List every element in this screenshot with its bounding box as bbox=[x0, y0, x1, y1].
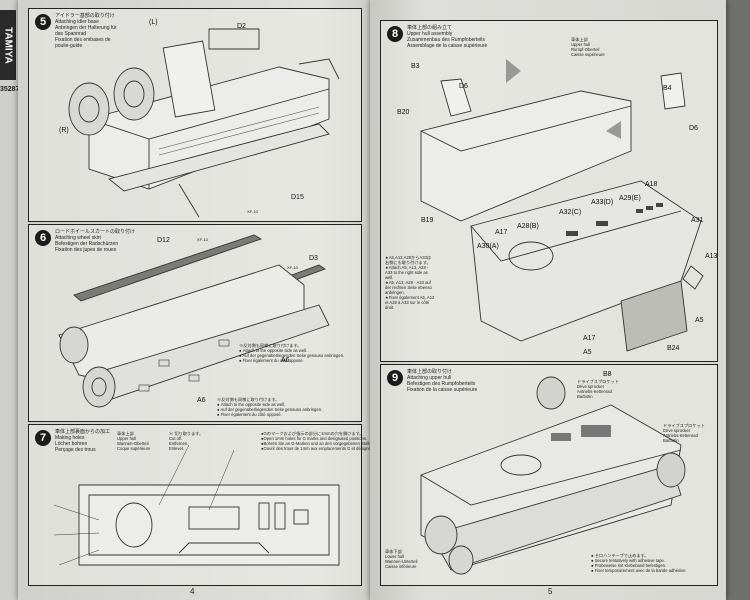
label-b20: B20 bbox=[397, 109, 410, 116]
label-a30: A30(A) bbox=[477, 243, 499, 250]
label-a17-bottom: A17 bbox=[583, 335, 596, 342]
drive-sprocket-note-2: ドライブスプロケット Drive sprocket Antriebs-Kette… bbox=[663, 423, 705, 443]
label-a18: A18 bbox=[645, 181, 658, 188]
label-xf10-b: XF-10 bbox=[287, 265, 298, 270]
step-8-panel: 8 車体上部の組み立て Upper hull assembly Zusammen… bbox=[380, 20, 718, 362]
label-a29: A29(E) bbox=[619, 195, 641, 202]
step-6-panel: 6 ロードホイールスカートの取り付け Attaching wheel skirt… bbox=[28, 224, 362, 422]
label-r: (R) bbox=[59, 127, 69, 134]
note-opposite-side-2: ※反対側も同様に取り付けます。 ● Attach to the opposite… bbox=[217, 397, 323, 417]
step-caption: 車体上部の取り付け Attaching upper hull Befestige… bbox=[407, 369, 478, 393]
tape-note: ● セロハンテープで止めます。 ● Secure tentatively wit… bbox=[591, 553, 687, 573]
step-caption: 車体上部の組み立て Upper hull assembly Zusammenba… bbox=[407, 25, 488, 49]
lower-hull-label: 車体下部 Lower hull Wannen-Unterteil Caisse … bbox=[385, 549, 418, 569]
left-page: 5 アイドラー基部の取り付け Attaching idler base Anbr… bbox=[18, 0, 370, 600]
label-a13: A13 bbox=[705, 253, 718, 260]
upper-hull-label: 車体上部 Upper hull Wannen-Oberteil Coque su… bbox=[117, 431, 151, 451]
label-b8: B8 bbox=[603, 371, 612, 378]
step-number: 6 bbox=[35, 230, 51, 246]
step-9-panel: 9 車体上部の取り付け Attaching upper hull Befesti… bbox=[380, 364, 718, 586]
hull-mating-drawing bbox=[420, 376, 686, 575]
label-d15: D15 bbox=[291, 194, 304, 201]
drive-sprocket-note-1: ドライブスプロケット Drive sprocket Antriebs-Kette… bbox=[577, 379, 619, 399]
label-d6-right: D6 bbox=[689, 125, 698, 132]
label-b19: B19 bbox=[421, 217, 434, 224]
step-caption: ロードホイールスカートの取り付け Attaching wheel skirt B… bbox=[55, 229, 136, 253]
label-l: (L) bbox=[149, 19, 158, 26]
note-opposite-side-1: ※反対側も同様に取り付けます。 ● Attach to the opposite… bbox=[239, 343, 345, 363]
upper-hull-label: 車体上部 Upper hull Rumpf-Oberteil Caisse su… bbox=[571, 37, 605, 57]
kit-code: 35287 bbox=[0, 86, 20, 93]
right-page: 8 車体上部の組み立て Upper hull assembly Zusammen… bbox=[370, 0, 726, 600]
page-number: 5 bbox=[548, 587, 553, 596]
label-a33: A33(D) bbox=[591, 199, 614, 206]
label-a28: A28(B) bbox=[517, 223, 539, 230]
hull-lower-drawing bbox=[68, 28, 340, 218]
label-a32: A32(C) bbox=[559, 209, 582, 216]
step-7-panel: 7 車体上部裏面からの加工 Making holes Löcher bohren… bbox=[28, 424, 370, 586]
previous-page-edge: TAMIYA 35287 bbox=[0, 0, 20, 600]
step-caption: 車体上部裏面からの加工 Making holes Löcher bohren P… bbox=[55, 429, 111, 453]
step-number: 9 bbox=[387, 370, 403, 386]
label-d6-left: D6 bbox=[459, 83, 468, 90]
step-caption: アイドラー基部の取り付け Attaching idler base Anbrin… bbox=[55, 13, 117, 49]
upper-hull-assembly-drawing bbox=[420, 59, 704, 352]
step-number: 5 bbox=[35, 14, 51, 30]
right-side-note: ★A5,A13,A28からA33は 右側にも取り付けます。 ★Attach A5… bbox=[385, 255, 435, 310]
step-5-panel: 5 アイドラー基部の取り付け Attaching idler base Anbr… bbox=[28, 8, 362, 222]
tamiya-logo: TAMIYA bbox=[0, 10, 16, 80]
label-b4: B4 bbox=[663, 85, 672, 92]
holes-note: ●Gのマークおよび指示の部分に1mmの穴を開けます。 ●Open 1mm hol… bbox=[261, 431, 370, 451]
label-a17-top: A17 bbox=[495, 229, 508, 236]
label-d12: D12 bbox=[157, 237, 170, 244]
step-number: 8 bbox=[387, 26, 403, 42]
label-b24: B24 bbox=[667, 345, 680, 352]
label-xf10: XF-10 bbox=[247, 209, 258, 214]
label-a6-lower: A6 bbox=[197, 397, 206, 404]
label-a5-right: A5 bbox=[695, 317, 704, 324]
label-a31: A31 bbox=[691, 217, 704, 224]
label-d2: D2 bbox=[237, 23, 246, 30]
page-number: 4 bbox=[190, 587, 195, 596]
label-d3: D3 bbox=[309, 255, 318, 262]
cut-off-note: ✂ 切り取ります。 Cut off. Entfernen. Enlever. bbox=[169, 431, 204, 451]
label-b3: B3 bbox=[411, 63, 420, 70]
label-a5-bottom: A5 bbox=[583, 349, 592, 356]
label-xf10-a: XF-10 bbox=[197, 237, 208, 242]
wheel-skirt-drawing bbox=[58, 234, 330, 408]
upper-hull-underside-drawing bbox=[53, 444, 340, 566]
label-a6-upper: A6 bbox=[281, 357, 290, 364]
step-number: 7 bbox=[35, 430, 51, 446]
